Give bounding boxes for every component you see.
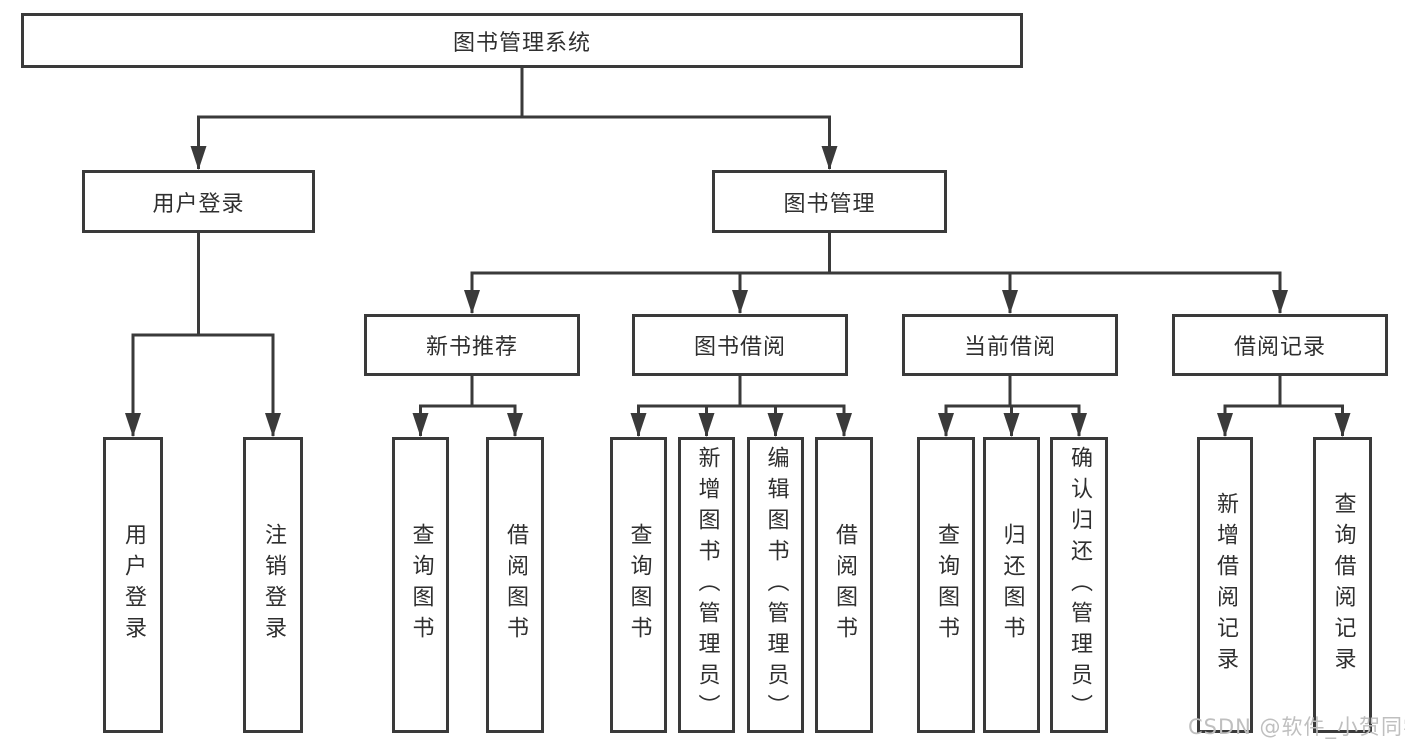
leaf-user-login: 用户登录 [103,437,163,733]
leaf-query-borrow-record: 查询借阅记录 [1313,437,1372,733]
leaf-edit-books-admin: 编辑图书（管理员） [747,437,804,733]
leaf-query-books-current: 查询图书 [917,437,975,733]
root-node-library-system: 图书管理系统 [21,13,1023,68]
leaf-add-books-admin: 新增图书（管理员） [678,437,735,733]
node-book-management: 图书管理 [712,170,947,233]
node-borrowing-records: 借阅记录 [1172,314,1388,376]
leaf-logout: 注销登录 [243,437,303,733]
leaf-return-books: 归还图书 [983,437,1040,733]
node-user-login: 用户登录 [82,170,315,233]
leaf-add-borrow-record: 新增借阅记录 [1197,437,1253,733]
leaf-borrow-books-recommend: 借阅图书 [486,437,544,733]
node-current-borrowing: 当前借阅 [902,314,1118,376]
node-book-borrowing: 图书借阅 [632,314,848,376]
leaf-query-books-recommend: 查询图书 [392,437,449,733]
csdn-watermark: CSDN @软件_小贺同学 [1188,715,1405,739]
leaf-query-books-borrowing: 查询图书 [610,437,667,733]
leaf-confirm-return-admin: 确认归还（管理员） [1050,437,1108,733]
node-new-book-recommend: 新书推荐 [364,314,580,376]
leaf-borrow-books: 借阅图书 [815,437,873,733]
